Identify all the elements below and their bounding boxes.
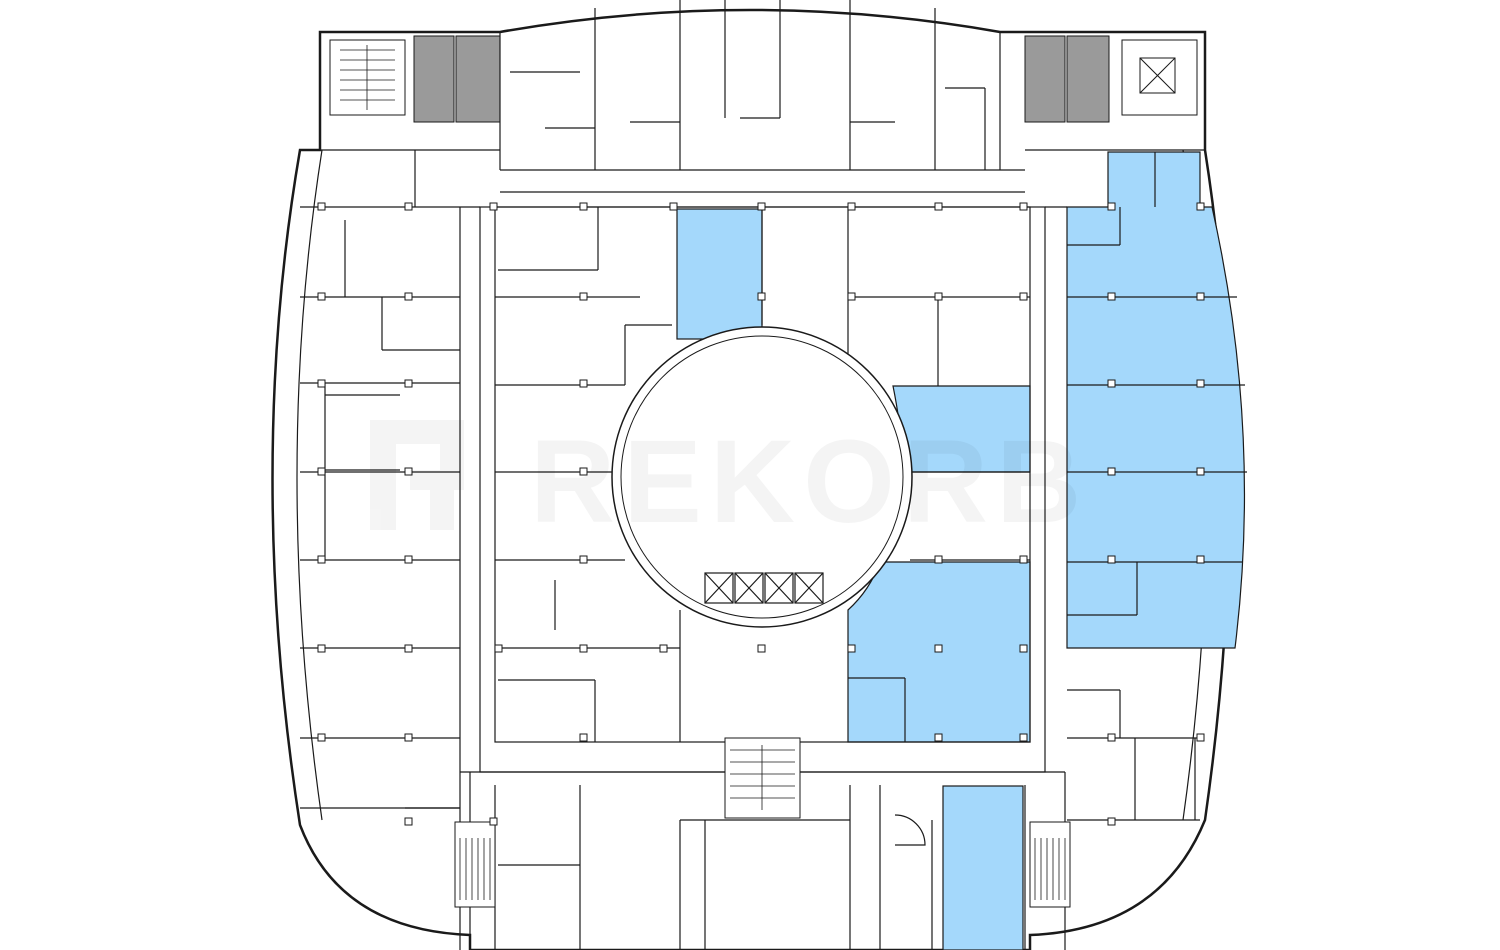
building-inner-outline [296,149,323,821]
atrium-inner-ring [620,335,904,619]
stair-northwest [329,39,406,116]
elevator-bank-center [704,572,824,604]
east-wing-block[interactable] [1066,151,1246,649]
available-zones [676,151,1246,950]
atrium [611,326,913,628]
wc-northwest-b [455,35,501,123]
stairs [329,39,1198,908]
east-inner-office[interactable] [892,385,1031,473]
wc-northwest [413,35,455,123]
north-center-office[interactable] [676,208,763,340]
wc-northeast-b [1066,35,1110,123]
south-corridor-office[interactable] [942,785,1024,950]
wc-northeast [1024,35,1066,123]
columns [317,202,1205,826]
stair-southeast [1029,821,1071,908]
stair-southwest [454,821,496,908]
service-zones [413,35,1110,123]
stair-south-center [724,737,801,819]
